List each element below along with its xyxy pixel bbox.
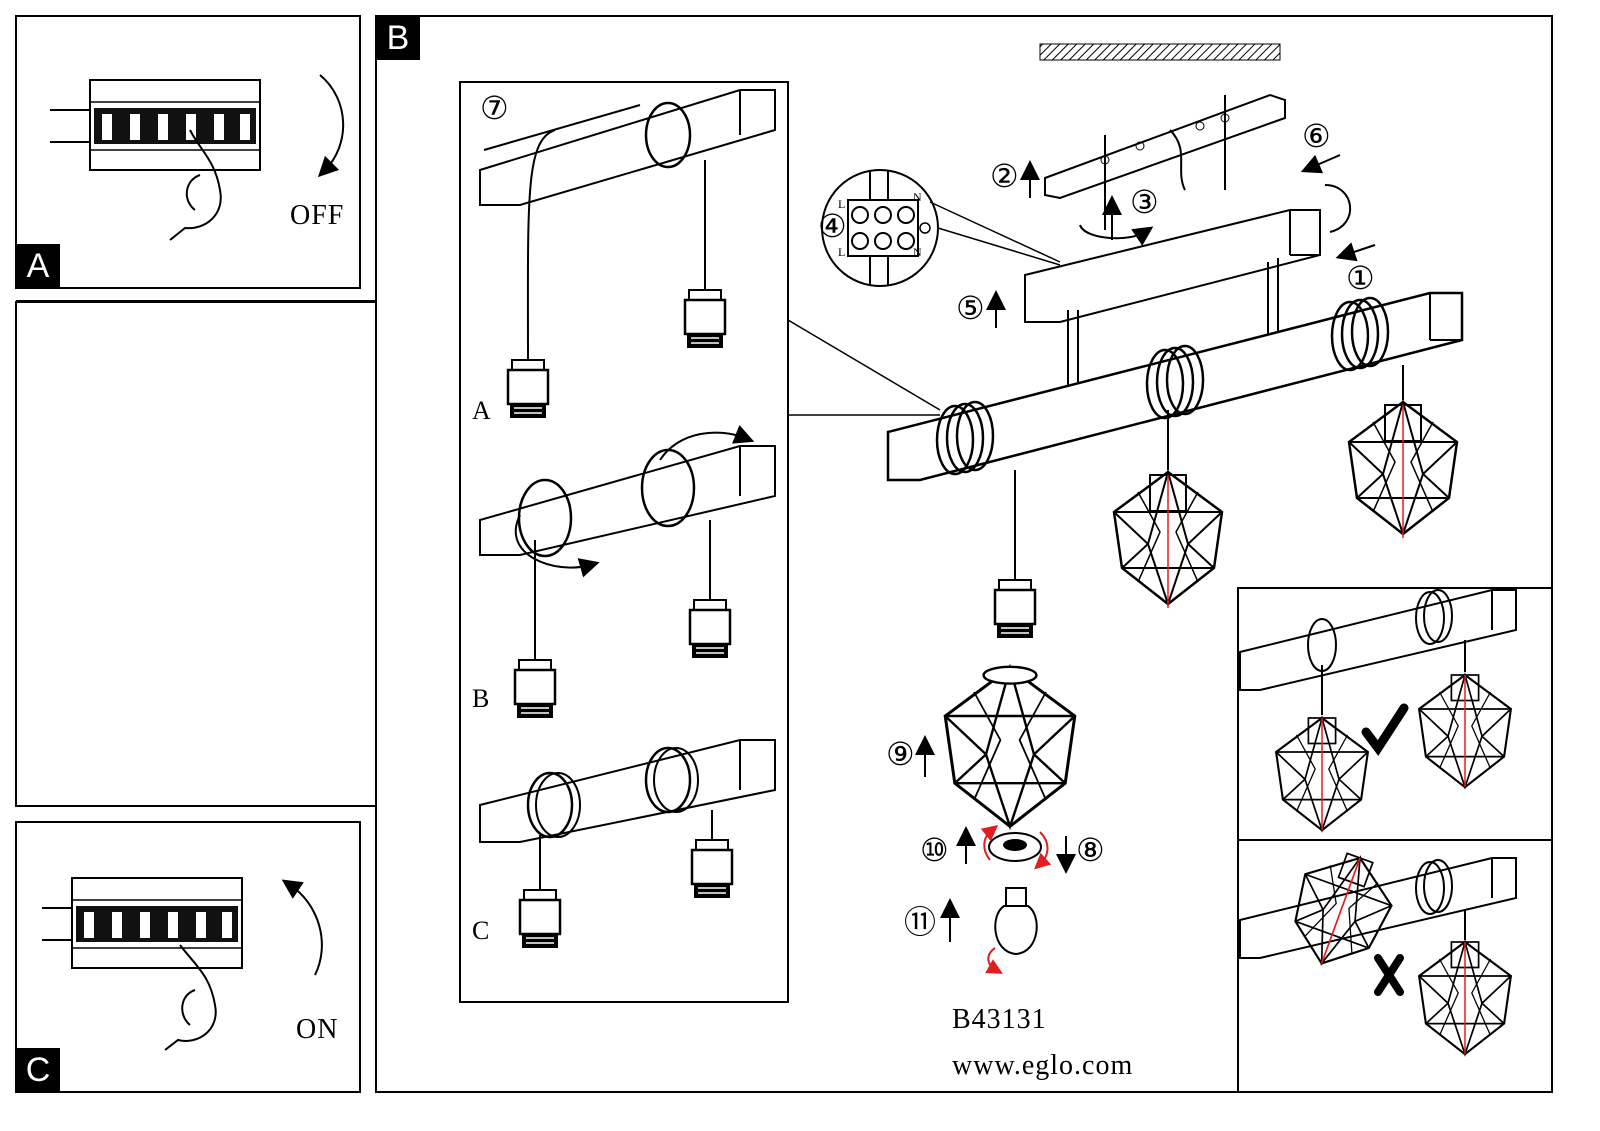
- incorrect-example-panel: [1237, 839, 1553, 1093]
- light-bulb-icon: [985, 887, 1038, 974]
- breaker-panel-a: [50, 79, 261, 171]
- pendant-cage-right: [1347, 400, 1459, 538]
- step-5-label: ⑤: [956, 289, 985, 327]
- shade-ring-icon: [980, 824, 1052, 870]
- step-6-label: ⑥: [1302, 117, 1331, 155]
- rotate-down-arrow-icon: [317, 74, 345, 178]
- hand-icon: [164, 944, 217, 1051]
- terminal-n-bottom: N: [913, 245, 922, 259]
- breaker-panel-c: [42, 877, 243, 969]
- main-beam: [886, 291, 1464, 482]
- panel-a: [15, 15, 377, 302]
- on-label: ON: [296, 1014, 339, 1045]
- variant-c-drawing: [479, 739, 776, 950]
- mounting-bracket: [1044, 93, 1286, 230]
- cross-icon: [1374, 954, 1404, 996]
- screw-fixing-icon: [1324, 184, 1352, 233]
- panel-c: [15, 805, 377, 1093]
- off-label: OFF: [290, 200, 345, 231]
- step-11-label: ⑪: [904, 903, 937, 941]
- cable-coil-middle: [1145, 344, 1205, 420]
- terminal-n-top: N: [913, 190, 922, 204]
- variant-b-drawing: [479, 425, 776, 720]
- terminal-l-bottom: L: [838, 245, 846, 259]
- variant-b-label: B: [472, 684, 490, 713]
- step-7-label: ⑦: [480, 89, 509, 127]
- cable-coil-left: [935, 400, 995, 476]
- cable-coil-right: [1330, 296, 1390, 372]
- step-4-label: ④: [818, 207, 847, 245]
- screw-rotate-arrow-icon: [1079, 224, 1154, 246]
- step-2-label: ②: [990, 157, 1019, 195]
- step-3-label: ③: [1130, 183, 1159, 221]
- terminal-block-detail: [821, 169, 1061, 287]
- variant-c-label: C: [472, 916, 490, 945]
- ceiling-hatch: [1039, 43, 1281, 61]
- variant-a-label: A: [472, 396, 491, 425]
- pendant-cage-middle: [1112, 470, 1224, 608]
- checkmark-icon: [1361, 703, 1409, 756]
- step-9-label: ⑨: [886, 735, 915, 773]
- empty-frame: [15, 301, 377, 807]
- step-arrows: [915, 160, 1122, 942]
- rotate-up-arrow-icon: [281, 879, 323, 976]
- variant-a-drawing: [479, 89, 776, 420]
- website: www.eglo.com: [952, 1050, 1134, 1081]
- section-b-badge: B: [376, 16, 420, 60]
- earth-symbol-icon: [919, 222, 931, 234]
- correct-example-panel: [1237, 587, 1553, 841]
- cable-wrap-panel: [459, 81, 789, 1003]
- terminal-l-top: L: [838, 197, 846, 211]
- panel-b-frame: [375, 15, 1553, 1093]
- step-1-label: ①: [1346, 259, 1375, 297]
- pendant-socket-left: [993, 578, 1037, 640]
- step-10-label: ⑩: [920, 831, 949, 869]
- section-a-badge: A: [16, 244, 60, 288]
- exploded-shade: [943, 665, 1077, 828]
- hand-icon: [169, 129, 222, 241]
- model-number: B43131: [952, 1004, 1047, 1035]
- section-c-badge: C: [16, 1048, 60, 1092]
- step-8-label: ⑧: [1076, 831, 1105, 869]
